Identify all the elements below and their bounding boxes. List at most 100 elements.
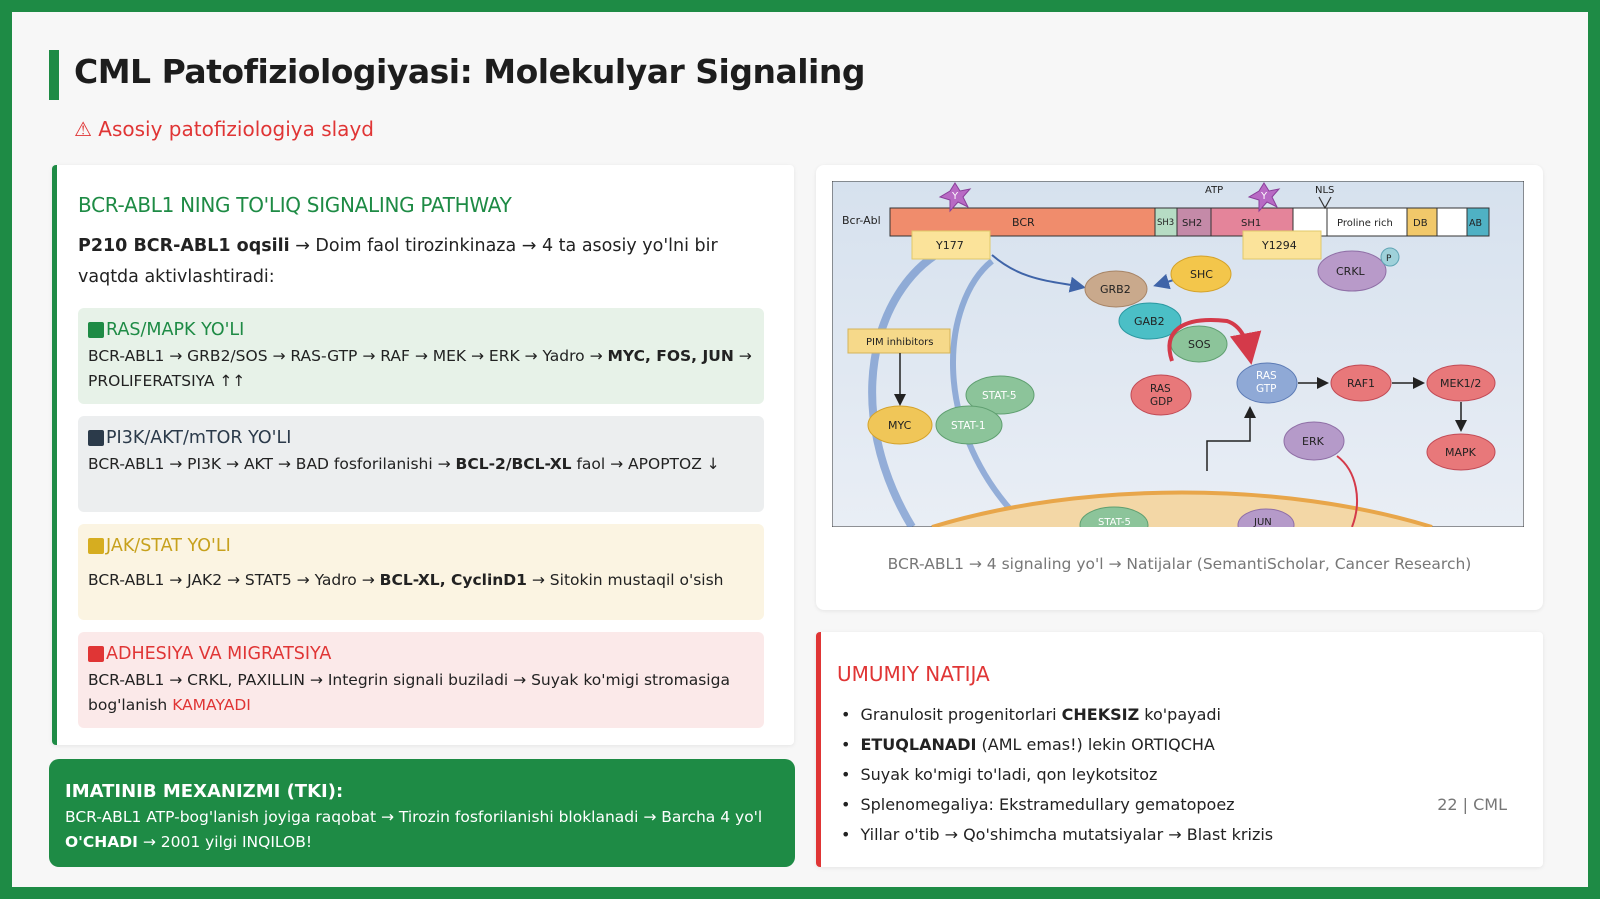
pathway-box-jak-stat: JAK/STAT YO'LI BCR-ABL1 → JAK2 → STAT5 →… <box>78 524 764 620</box>
pathway-text: BCR-ABL1 → PI3K → AKT → BAD fosforilanis… <box>88 455 456 473</box>
pathway-text: BCR-ABL1 → CRKL, PAXILLIN → Integrin sig… <box>88 671 730 714</box>
green-square-icon <box>88 322 104 338</box>
ras-gdp-node <box>1130 374 1192 416</box>
pathway-text: faol → APOPTOZ ↓ <box>571 455 720 473</box>
pathway-box-ras-mapk: RAS/MAPK YO'LI BCR-ABL1 → GRB2/SOS → RAS… <box>78 308 764 404</box>
y177-box <box>911 230 991 260</box>
intro-text: → Doim faol tirozinkinaza → 4 ta asosiy … <box>78 236 718 287</box>
pathway-text: → Sitokin mustaqil o'sish <box>526 571 724 589</box>
pathway-description: BCR-ABL1 → JAK2 → STAT5 → Yadro → BCL-XL… <box>88 568 752 593</box>
label-stat5b: STAT-5 <box>1098 517 1131 527</box>
imatinib-text: BCR-ABL1 ATP-bog'lanish joyiga raqobat →… <box>65 808 763 826</box>
label-sh2: SH2 <box>1182 218 1202 229</box>
pathway-title: JAK/STAT YO'LI <box>106 536 231 556</box>
label-ab: AB <box>1469 218 1482 229</box>
list-item: Suyak ko'migi to'ladi, qon leykotsitoz <box>841 760 1273 790</box>
imatinib-bold: O'CHADI <box>65 833 138 851</box>
list-item: Splenomegaliya: Ekstramedullary gematopo… <box>841 790 1273 820</box>
list-item: ETUQLANADI (AML emas!) lekin ORTIQCHA <box>841 730 1273 760</box>
gab2-node <box>1118 302 1182 340</box>
label-shc: SHC <box>1190 268 1213 281</box>
label-raf1: RAF1 <box>1347 377 1375 390</box>
myc-node <box>867 405 933 445</box>
dark-square-icon <box>88 430 104 446</box>
item-text: Yillar o'tib → Qo'shimcha mutatsiyalar →… <box>860 825 1274 844</box>
label-p: P <box>1386 254 1392 264</box>
erk-node <box>1283 421 1345 461</box>
pathway-card: BCR-ABL1 NING TO'LIQ SIGNALING PATHWAY P… <box>52 165 794 745</box>
y1294-box <box>1242 230 1322 260</box>
label-pim: PIM inhibitors <box>866 337 934 348</box>
label-y1294: Y1294 <box>1261 239 1297 252</box>
db-domain <box>1406 207 1438 237</box>
label-ras-gtp-2: GTP <box>1256 383 1277 395</box>
list-item: Yillar o'tib → Qo'shimcha mutatsiyalar →… <box>841 820 1273 850</box>
label-grb2: GRB2 <box>1100 283 1131 296</box>
blank-domain-2 <box>1436 207 1468 237</box>
label-proline: Proline rich <box>1337 218 1393 229</box>
label-jun: JUN <box>1253 517 1272 527</box>
raf1-node <box>1330 364 1392 402</box>
pathway-text: → PROLIFERATSIYA ↑↑ <box>88 347 752 390</box>
item-text: (AML emas!) lekin ORTIQCHA <box>976 735 1215 754</box>
label-ras-gtp-1: RAS <box>1256 370 1277 382</box>
pathway-description: BCR-ABL1 → CRKL, PAXILLIN → Integrin sig… <box>88 668 752 718</box>
intro-bold: P210 BCR-ABL1 oqsili <box>78 236 290 256</box>
label-mek: MEK1/2 <box>1440 377 1481 390</box>
pathway-title: PI3K/AKT/mTOR YO'LI <box>106 428 292 448</box>
result-card: UMUMIY NATIJA Granulosit progenitorlari … <box>816 632 1543 867</box>
ab-domain <box>1466 207 1490 237</box>
signaling-diagram: Bcr-Abl BCR SH3 SH2 SH1 Proline rich DB … <box>831 180 1525 544</box>
item-text: Splenomegaliya: Ekstramedullary gematopo… <box>860 795 1235 814</box>
label-mapk: MAPK <box>1445 446 1477 459</box>
label-bcr: BCR <box>1012 216 1035 229</box>
imatinib-title: IMATINIB MEXANIZMI (TKI): <box>65 781 344 802</box>
result-title: UMUMIY NATIJA <box>837 662 990 686</box>
pathway-box-adhesion: ADHESIYA VA MIGRATSIYA BCR-ABL1 → CRKL, … <box>78 632 764 728</box>
pathway-text: BCR-ABL1 → JAK2 → STAT5 → Yadro → <box>88 571 380 589</box>
pathway-bold: MYC, FOS, JUN <box>607 347 734 365</box>
title-accent-bar <box>49 50 59 100</box>
imatinib-box: IMATINIB MEXANIZMI (TKI): BCR-ABL1 ATP-b… <box>49 759 795 867</box>
label-sh3: SH3 <box>1157 218 1174 228</box>
label-gab2: GAB2 <box>1134 315 1165 328</box>
ras-gtp-node <box>1236 362 1298 404</box>
label-db: DB <box>1413 218 1428 229</box>
slide: CML Patofiziologiyasi: Molekulyar Signal… <box>12 12 1588 887</box>
stat1-node <box>935 405 1003 445</box>
label-nls: NLS <box>1315 185 1334 196</box>
item-bold: ETUQLANADI <box>860 735 977 754</box>
label-myc: MYC <box>888 419 912 432</box>
pathway-title: RAS/MAPK YO'LI <box>106 320 245 340</box>
label-bcr-abl: Bcr-Abl <box>842 214 881 227</box>
page-title: CML Patofiziologiyasi: Molekulyar Signal… <box>74 52 865 91</box>
label-y: Y <box>951 191 959 202</box>
label-ras-gdp-2: GDP <box>1150 396 1173 408</box>
label-erk: ERK <box>1302 435 1325 448</box>
label-stat1: STAT-1 <box>951 420 986 432</box>
pathway-intro: P210 BCR-ABL1 oqsili → Doim faol tirozin… <box>78 231 758 293</box>
red-square-icon <box>88 646 104 662</box>
yellow-square-icon <box>88 538 104 554</box>
label-stat5: STAT-5 <box>982 390 1017 402</box>
phosphate-node <box>1380 247 1400 267</box>
label-y: Y <box>1260 191 1268 202</box>
y-phospho-star <box>1247 182 1281 213</box>
pathway-bold: BCL-2/BCL-XL <box>455 455 572 473</box>
label-sos: SOS <box>1188 338 1211 351</box>
pim-inhibitors-box <box>847 328 951 354</box>
figure-caption: BCR-ABL1 → 4 signaling yo'l → Natijalar … <box>887 555 1472 573</box>
stat5-node <box>965 375 1035 415</box>
pathway-description: BCR-ABL1 → PI3K → AKT → BAD fosforilanis… <box>88 452 752 477</box>
mek-node <box>1426 364 1496 402</box>
imatinib-description: BCR-ABL1 ATP-bog'lanish joyiga raqobat →… <box>65 805 779 855</box>
page-number: 22 | CML <box>1437 795 1507 814</box>
item-text: Suyak ko'migi to'ladi, qon leykotsitoz <box>860 765 1158 784</box>
pathway-box-pi3k: PI3K/AKT/mTOR YO'LI BCR-ABL1 → PI3K → AK… <box>78 416 764 512</box>
mapk-node <box>1426 433 1496 471</box>
label-atp: ATP <box>1205 185 1223 196</box>
label-sh1: SH1 <box>1241 218 1261 229</box>
label-y177: Y177 <box>935 239 964 252</box>
item-bold: CHEKSIZ <box>1061 705 1140 724</box>
pathway-heading: BCR-ABL1 NING TO'LIQ SIGNALING PATHWAY <box>78 193 512 217</box>
